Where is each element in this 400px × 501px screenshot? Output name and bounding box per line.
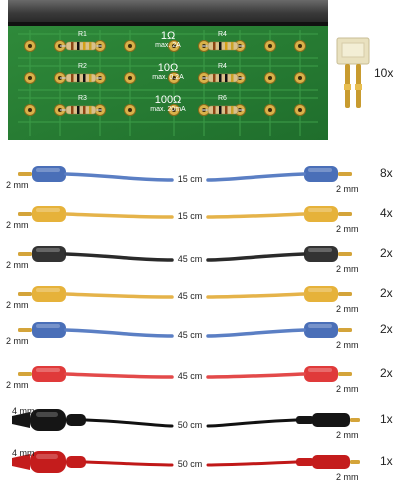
current-rating: max. 20mA — [150, 106, 186, 113]
cable — [18, 286, 352, 302]
plug-size-left: 2 mm — [6, 260, 29, 270]
plug-size-left: 2 mm — [6, 336, 29, 346]
cable-quantity: 1x — [380, 454, 393, 468]
cable-length: 50 cm — [177, 420, 203, 430]
plug-size-left: 2 mm — [6, 220, 29, 230]
cable-length: 45 cm — [177, 371, 203, 381]
resistor-icon — [60, 41, 102, 51]
cable — [12, 409, 360, 431]
socket-icon — [24, 40, 36, 52]
socket-icon — [264, 72, 276, 84]
bridge-plug — [334, 36, 372, 116]
cable-length: 15 cm — [177, 211, 203, 221]
plug-size-right: 2 mm — [336, 384, 359, 394]
plug-size-left: 2 mm — [6, 380, 29, 390]
resistance-value: 100Ω — [154, 94, 182, 106]
cable-quantity: 2x — [380, 322, 393, 336]
resistor-label: R4 — [218, 31, 227, 38]
plug-size-right: 2 mm — [336, 184, 359, 194]
socket-icon — [294, 40, 306, 52]
resistor-board-graphic — [8, 0, 328, 140]
resistor-label: R1 — [78, 31, 87, 38]
resistor-label: R2 — [78, 63, 87, 70]
socket-icon — [124, 104, 136, 116]
current-rating: max. 0.2A — [152, 74, 184, 81]
cable-quantity: 2x — [380, 366, 393, 380]
plug-size-left: 4 mm — [12, 406, 35, 416]
cable — [18, 246, 352, 262]
cable — [18, 166, 352, 182]
cable-quantity: 2x — [380, 246, 393, 260]
socket-icon — [124, 40, 136, 52]
socket-icon — [294, 72, 306, 84]
cable-quantity: 8x — [380, 166, 393, 180]
resistance-value: 10Ω — [157, 62, 179, 74]
plug-size-right: 2 mm — [336, 472, 359, 482]
bridge-plug-quantity: 10x — [374, 66, 394, 80]
resistor-icon — [202, 105, 244, 115]
cable-length: 15 cm — [177, 174, 203, 184]
cable-length: 45 cm — [177, 254, 203, 264]
resistor-icon — [202, 73, 244, 83]
cables-graphic — [12, 166, 360, 473]
cable-quantity: 4x — [380, 206, 393, 220]
cable-list: 2 mm 2 mm 15 cm 8x 2 mm 2 mm 15 cm 4x 2 mm 2 mm 45… — [0, 150, 400, 496]
socket-icon — [264, 40, 276, 52]
cable — [12, 451, 360, 473]
socket-icon — [168, 40, 180, 52]
socket-icon — [264, 104, 276, 116]
plug-size-left: 2 mm — [6, 180, 29, 190]
resistor-label: R3 — [78, 95, 87, 102]
cable-length: 45 cm — [177, 291, 203, 301]
plug-size-right: 2 mm — [336, 430, 359, 440]
socket-icon — [168, 72, 180, 84]
plug-size-left: 2 mm — [6, 300, 29, 310]
plug-size-left: 4 mm — [12, 448, 35, 458]
current-rating: max. 2A — [155, 42, 181, 49]
cable — [18, 206, 352, 222]
socket-icon — [294, 104, 306, 116]
cable-quantity: 1x — [380, 412, 393, 426]
socket-icon — [24, 72, 36, 84]
cable-quantity: 2x — [380, 286, 393, 300]
cable — [18, 322, 352, 338]
cable — [18, 366, 352, 382]
resistor-icon — [60, 73, 102, 83]
socket-icon — [24, 104, 36, 116]
plug-size-right: 2 mm — [336, 304, 359, 314]
resistor-label: R6 — [218, 95, 227, 102]
cable-length: 50 cm — [177, 459, 203, 469]
resistor-icon — [60, 105, 102, 115]
socket-icon — [124, 72, 136, 84]
plug-size-right: 2 mm — [336, 264, 359, 274]
plug-size-right: 2 mm — [336, 224, 359, 234]
resistance-value: 1Ω — [160, 30, 176, 42]
resistor-icon — [202, 41, 244, 51]
socket-icon — [168, 104, 180, 116]
plug-size-right: 2 mm — [336, 340, 359, 350]
cable-length: 45 cm — [177, 330, 203, 340]
resistor-label: R4 — [218, 63, 227, 70]
bridge-plug-icon — [336, 37, 370, 108]
